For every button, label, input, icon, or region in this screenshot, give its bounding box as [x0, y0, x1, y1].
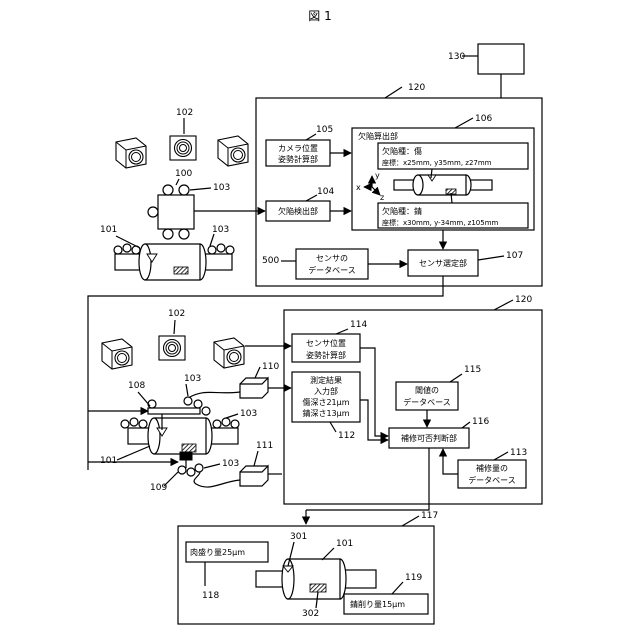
ref-111: 111 — [256, 441, 273, 451]
axis-y-label: y — [375, 171, 380, 180]
ref-119: 119 — [405, 573, 422, 583]
ref-102-top: 102 — [176, 108, 193, 118]
ref-103-a: 103 — [213, 183, 230, 193]
rust-amount-label: 錆削り量15μm — [350, 599, 405, 609]
ref-103-b: 103 — [212, 225, 229, 235]
axis-x-label: x — [356, 183, 361, 192]
ref-100: 100 — [175, 169, 192, 179]
ref-106: 106 — [475, 114, 492, 124]
workpiece-top — [114, 244, 234, 280]
measure-label-1: 測定結果 — [310, 375, 342, 385]
camera-icon — [102, 339, 132, 369]
ref-110: 110 — [262, 362, 279, 372]
camera-icon — [214, 338, 244, 368]
camera-icon — [170, 136, 196, 160]
sensor-pose-label-1: センサ位置 — [306, 338, 346, 348]
sensor-111 — [240, 466, 268, 486]
ref-113: 113 — [510, 448, 527, 458]
repair-judge-label: 補修可否判断部 — [401, 433, 457, 443]
sensor-select-label: センサ選定部 — [419, 258, 467, 268]
defect-1-type: 欠陥種：傷 — [382, 146, 422, 156]
ref-104: 104 — [317, 187, 334, 197]
terminal-box — [478, 44, 524, 74]
defect-1-coords: 座標：x25mm, y35mm, z27mm — [382, 158, 492, 167]
probe-109 — [178, 452, 203, 476]
ref-107: 107 — [506, 251, 523, 261]
ref-500: 500 — [262, 256, 279, 266]
ref-117: 117 — [421, 511, 438, 521]
measure-label-2: 入力部 — [314, 386, 338, 396]
ref-102-mid: 102 — [168, 309, 185, 319]
ref-103-d: 103 — [240, 409, 257, 419]
ref-120-top: 120 — [408, 83, 425, 93]
ref-103-e: 103 — [222, 459, 239, 469]
sensor-pose-label-2: 姿勢計算部 — [306, 350, 346, 360]
threshold-label-1: 閾値の — [415, 385, 439, 395]
measure-label-4: 錆深さ13μm — [302, 408, 349, 418]
ref-103-c: 103 — [184, 374, 201, 384]
ref-301: 301 — [290, 532, 307, 542]
sensor-db-label-2: データベース — [308, 265, 356, 275]
ref-116: 116 — [472, 417, 489, 427]
ref-101-mid: 101 — [100, 456, 117, 466]
defect-2-coords: 座標：x30mm, y-34mm, z105mm — [382, 218, 499, 227]
figure-title: 図 1 — [308, 9, 331, 23]
camera-pose-label-1: カメラ位置 — [278, 143, 318, 153]
workpiece-middle — [121, 418, 239, 454]
ref-302: 302 — [302, 609, 319, 619]
ref-118: 118 — [202, 591, 219, 601]
axis-z-label: z — [380, 193, 384, 202]
ref-114: 114 — [350, 320, 367, 330]
sensor-db-label-1: センサの — [316, 254, 348, 263]
camera-icon — [159, 336, 185, 360]
sensor-110 — [240, 378, 268, 398]
ref-101-bottom: 101 — [336, 539, 353, 549]
ref-130: 130 — [448, 52, 465, 62]
ref-115: 115 — [464, 365, 481, 375]
repair-db-label-1: 補修量の — [476, 463, 508, 473]
defect-2-type: 欠陥種：錆 — [382, 206, 422, 216]
camera-icon — [116, 138, 146, 168]
camera-icon — [218, 136, 248, 166]
camera-pose-label-2: 姿勢計算部 — [278, 154, 318, 164]
measure-label-3: 傷深さ21μm — [302, 397, 349, 407]
defect-detect-label: 欠陥検出部 — [278, 206, 318, 216]
ref-120-bottom: 120 — [515, 295, 532, 305]
ref-112: 112 — [338, 431, 355, 441]
scanner-unit — [158, 195, 194, 229]
workpiece-bottom — [256, 559, 376, 599]
meat-amount-label: 肉盛り量25μm — [190, 547, 245, 557]
ref-101-top: 101 — [100, 225, 117, 235]
repair-db-label-2: データベース — [468, 475, 516, 485]
threshold-label-2: データベース — [403, 397, 451, 407]
ref-105: 105 — [316, 125, 333, 135]
defect-calc-label: 欠陥算出部 — [358, 131, 398, 141]
ref-108: 108 — [128, 381, 145, 391]
